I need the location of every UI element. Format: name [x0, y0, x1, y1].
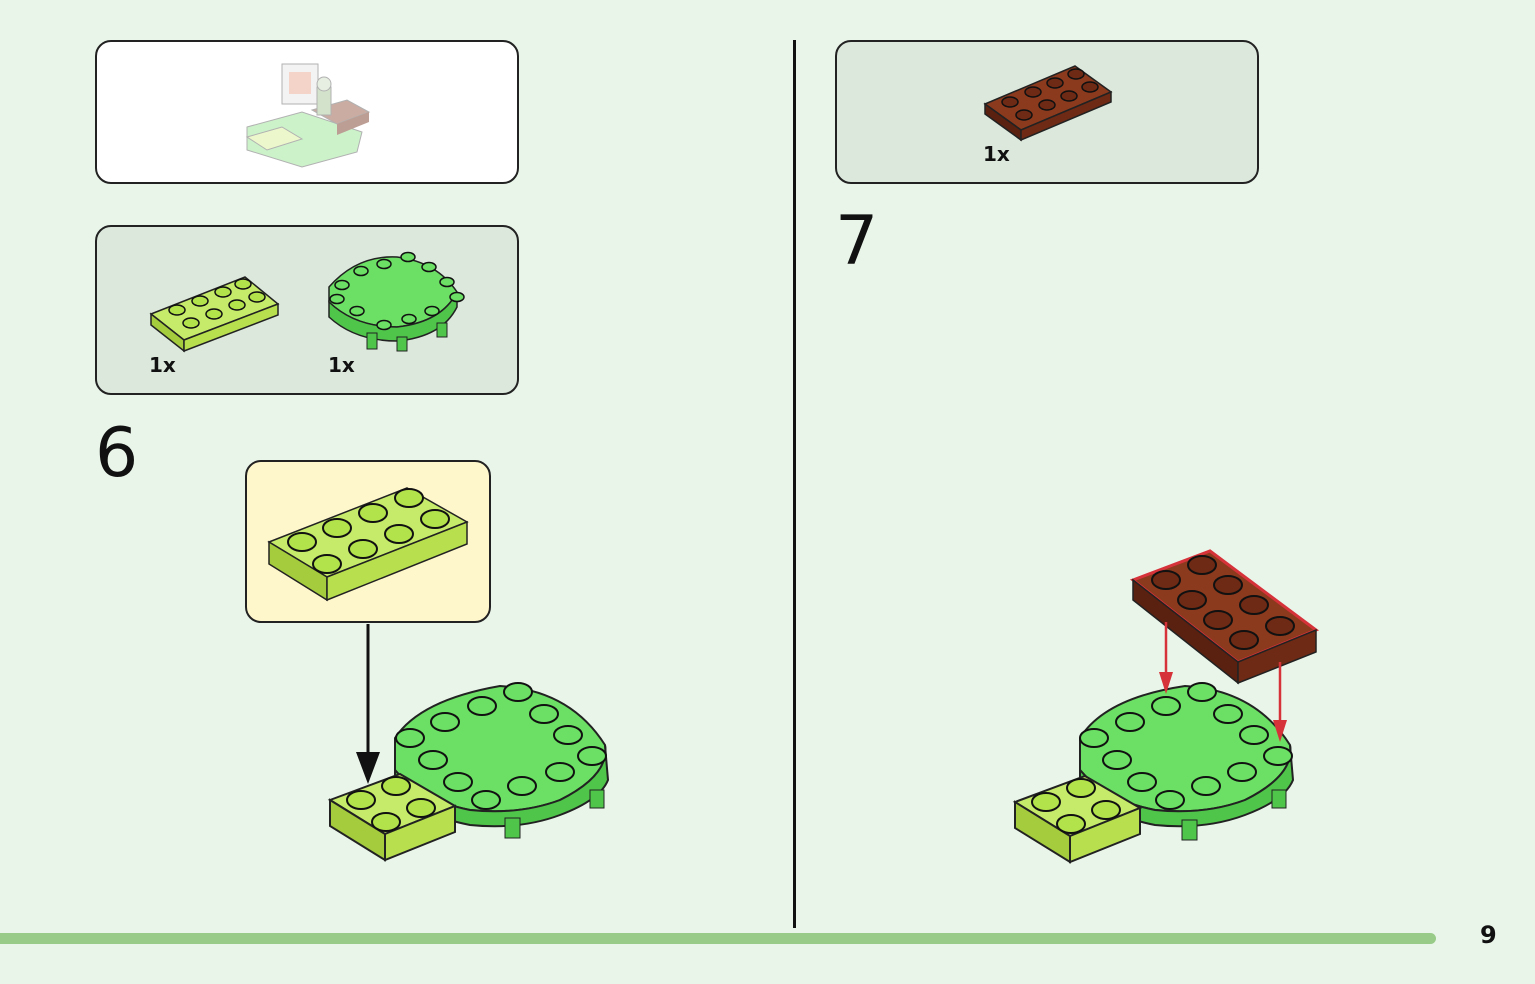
brown-plate-image [983, 65, 1113, 142]
lime-plate-icon [149, 276, 280, 353]
part-qty-lime-plate: 1x [149, 353, 176, 377]
part-qty-green-plate: 1x [328, 353, 355, 377]
page-divider [793, 40, 796, 928]
callout-part-step-6 [245, 460, 491, 623]
parts-images [149, 251, 465, 353]
brown-plate-assembly [1129, 549, 1320, 685]
page-accent-bar [0, 933, 1436, 944]
lime-plate-assembly [327, 772, 458, 862]
callout-lime-plate-image [267, 487, 469, 602]
previous-build-image [245, 63, 371, 168]
step-number-6: 6 [95, 414, 139, 493]
previous-build-panel [95, 40, 519, 184]
red-arrow-icon [1159, 622, 1287, 742]
step-6-assembly-diagram [327, 624, 610, 862]
green-corner-plate-icon [328, 251, 465, 352]
step-number-7: 7 [835, 202, 879, 281]
parts-list-panel-step-7: 1x [835, 40, 1259, 184]
part-qty-brown-plate: 1x [983, 142, 1010, 166]
page-number: 9 [1480, 921, 1497, 949]
step-7-assembly-diagram [1012, 549, 1320, 864]
lime-plate-assembly-7 [1012, 774, 1143, 864]
parts-list-panel-step-6: 1x 1x [95, 225, 519, 395]
